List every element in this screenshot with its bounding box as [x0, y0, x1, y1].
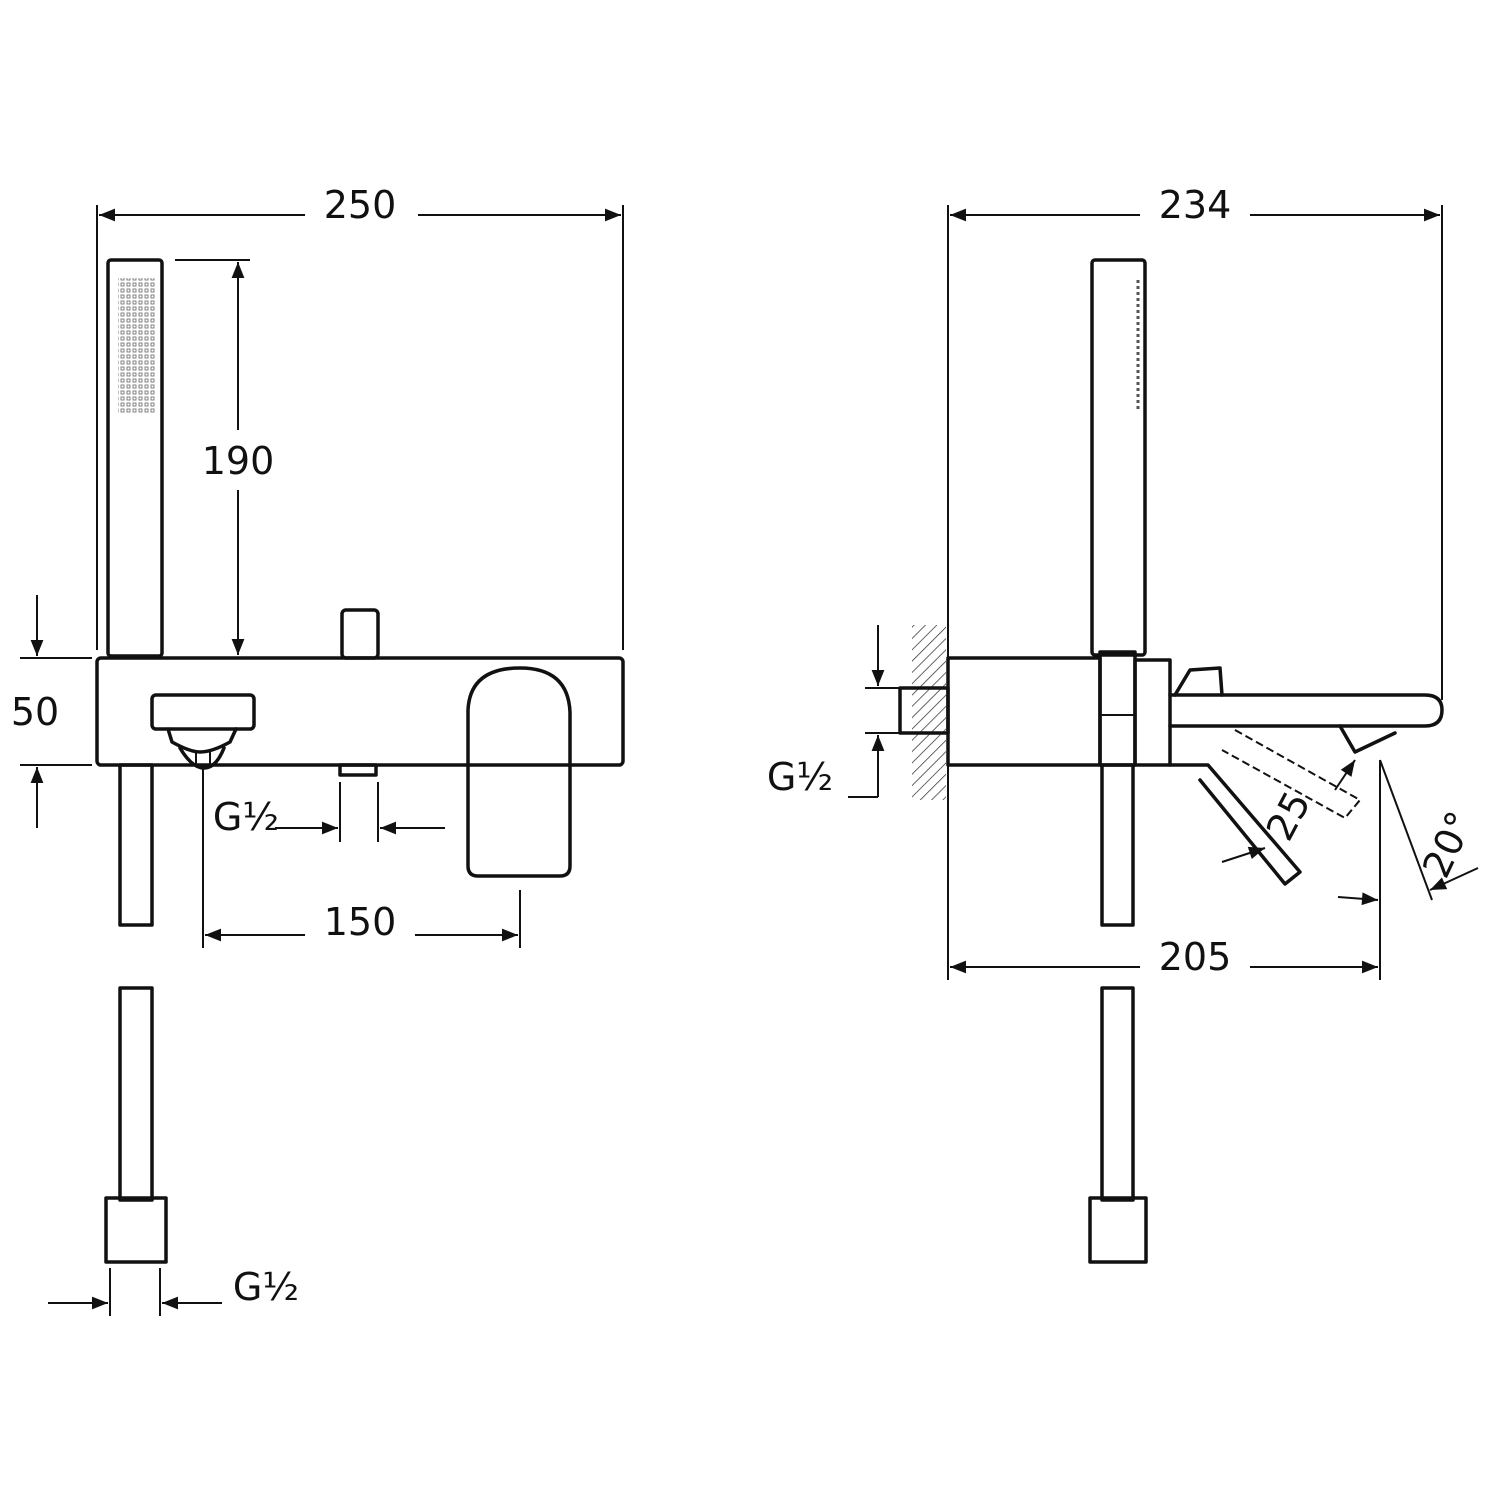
- hose-collar: [1098, 650, 1137, 767]
- hose-side-lower: [1100, 986, 1135, 1202]
- front-view: 250 190 50: [11, 183, 625, 1316]
- dimension-hose-thread: G½: [48, 1265, 299, 1316]
- dimension-label-250: 250: [324, 183, 397, 227]
- hose-upper: [118, 763, 154, 927]
- mixer-body: [95, 656, 625, 767]
- hose-side-upper: [1100, 763, 1135, 927]
- dimension-hand-shower-height: 190: [175, 259, 275, 655]
- dimension-label-234: 234: [1159, 183, 1232, 227]
- body-ring: [1133, 658, 1172, 767]
- hose-connector: [104, 1196, 168, 1264]
- dimension-overall-width: 250: [96, 183, 624, 650]
- dimension-label-25: 25: [1258, 784, 1320, 847]
- dimension-body-height: 50: [11, 595, 92, 828]
- hand-shower: [106, 258, 164, 658]
- spout-cap: [1173, 666, 1224, 697]
- shower-nozzle-grid: [118, 278, 156, 413]
- dimension-overall-depth: 234: [947, 183, 1443, 700]
- dimension-inlet-thread: G½: [767, 625, 900, 799]
- dimension-label-inlet-thread: G½: [767, 755, 833, 799]
- dimension-label-50: 50: [11, 690, 59, 734]
- hose-lower: [118, 986, 154, 1202]
- spout-outlet: [150, 693, 256, 770]
- dimension-label-150: 150: [324, 900, 397, 944]
- hand-shower-side: [1090, 258, 1147, 657]
- spout: [1168, 693, 1444, 728]
- wall-hatch: [912, 625, 946, 800]
- dimension-label-190: 190: [202, 439, 275, 483]
- side-view: 234 G½ 25: [767, 183, 1482, 1264]
- diverter-knob: [340, 608, 380, 660]
- mixer-lever: [466, 666, 572, 878]
- aerator: [1338, 724, 1397, 754]
- dimension-outlet-thread: G½: [213, 782, 445, 842]
- mixer-body-side: [946, 656, 1102, 767]
- dimension-outlet-to-lever: 150: [202, 768, 521, 948]
- dimension-label-205: 205: [1159, 935, 1232, 979]
- bottom-outlet: [338, 763, 378, 777]
- dimension-wall-to-spout: 205: [950, 760, 1381, 980]
- dimension-label-outlet-thread: G½: [213, 795, 279, 839]
- dimension-label-20: 20°: [1414, 805, 1482, 885]
- hose-side-connector: [1088, 1196, 1148, 1264]
- dimension-lever-angle: 25 20°: [1221, 759, 1482, 906]
- dimension-label-hose-thread: G½: [233, 1265, 299, 1309]
